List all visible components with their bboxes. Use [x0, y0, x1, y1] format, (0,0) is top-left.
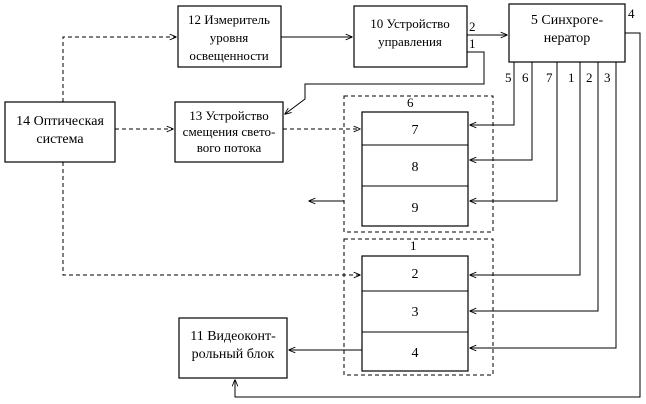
cell-7: 7 — [412, 123, 419, 138]
link-5-port1-to-2 — [470, 62, 580, 275]
block-13-flux-shift-device: 13 Устройство смещения свето- вого поток… — [175, 102, 283, 162]
block-10-line-1: 10 Устройство — [370, 16, 449, 31]
block-12-line-1: 12 Измеритель — [188, 12, 270, 27]
block-14-optical-system: 14 Оптическая система — [5, 102, 115, 162]
block-13-line-1: 13 Устройство — [189, 108, 268, 123]
port-10-out-2: 2 — [469, 19, 476, 34]
cell-2: 2 — [412, 267, 419, 282]
cell-9: 9 — [412, 201, 419, 216]
block-12-line-3: освещенности — [189, 48, 268, 63]
block-10-line-2: управления — [378, 34, 442, 49]
port-5-3: 3 — [604, 70, 611, 85]
block-5-sync-generator: 5 Синхроге- нератор — [509, 4, 625, 62]
link-5-port2-to-3 — [470, 62, 598, 311]
block-5-line-1: 5 Синхроге- — [531, 13, 604, 28]
block-14-line-2: система — [36, 132, 84, 147]
block-13-line-2: смещения свето- — [183, 124, 276, 139]
port-5-1: 1 — [568, 70, 575, 85]
block-11-line-1: 11 Видеоконт- — [190, 329, 276, 344]
group-6-label: 6 — [407, 95, 414, 110]
cell-3: 3 — [412, 305, 419, 320]
link-14-to-2 — [63, 162, 360, 275]
link-14-to-12 — [63, 37, 176, 102]
block-13-line-3: вого потока — [197, 140, 262, 155]
port-5-5: 5 — [505, 70, 512, 85]
group-6: 6 7 8 9 — [344, 95, 493, 232]
port-5-6: 6 — [522, 70, 529, 85]
block-11-video-monitor: 11 Видеоконт- рольный блок — [179, 318, 287, 378]
cell-8: 8 — [412, 160, 419, 175]
block-12-light-meter: 12 Измеритель уровня освещенности — [178, 6, 281, 67]
block-10-control-unit: 10 Устройство управления — [354, 6, 467, 67]
link-5-port3-to-4 — [470, 62, 616, 348]
block-12-line-2: уровня — [210, 30, 249, 45]
port-5-7: 7 — [546, 70, 553, 85]
block-5-line-2: нератор — [544, 31, 591, 46]
block-11-line-2: рольный блок — [192, 347, 275, 362]
group-1: 1 2 3 4 — [344, 238, 493, 375]
port-5-2: 2 — [586, 70, 593, 85]
block-14-line-1: 14 Оптическая — [16, 114, 104, 129]
group-1-label: 1 — [410, 238, 417, 253]
cell-4: 4 — [412, 346, 419, 361]
port-5-4: 4 — [628, 6, 635, 21]
port-10-out-1: 1 — [469, 36, 476, 51]
